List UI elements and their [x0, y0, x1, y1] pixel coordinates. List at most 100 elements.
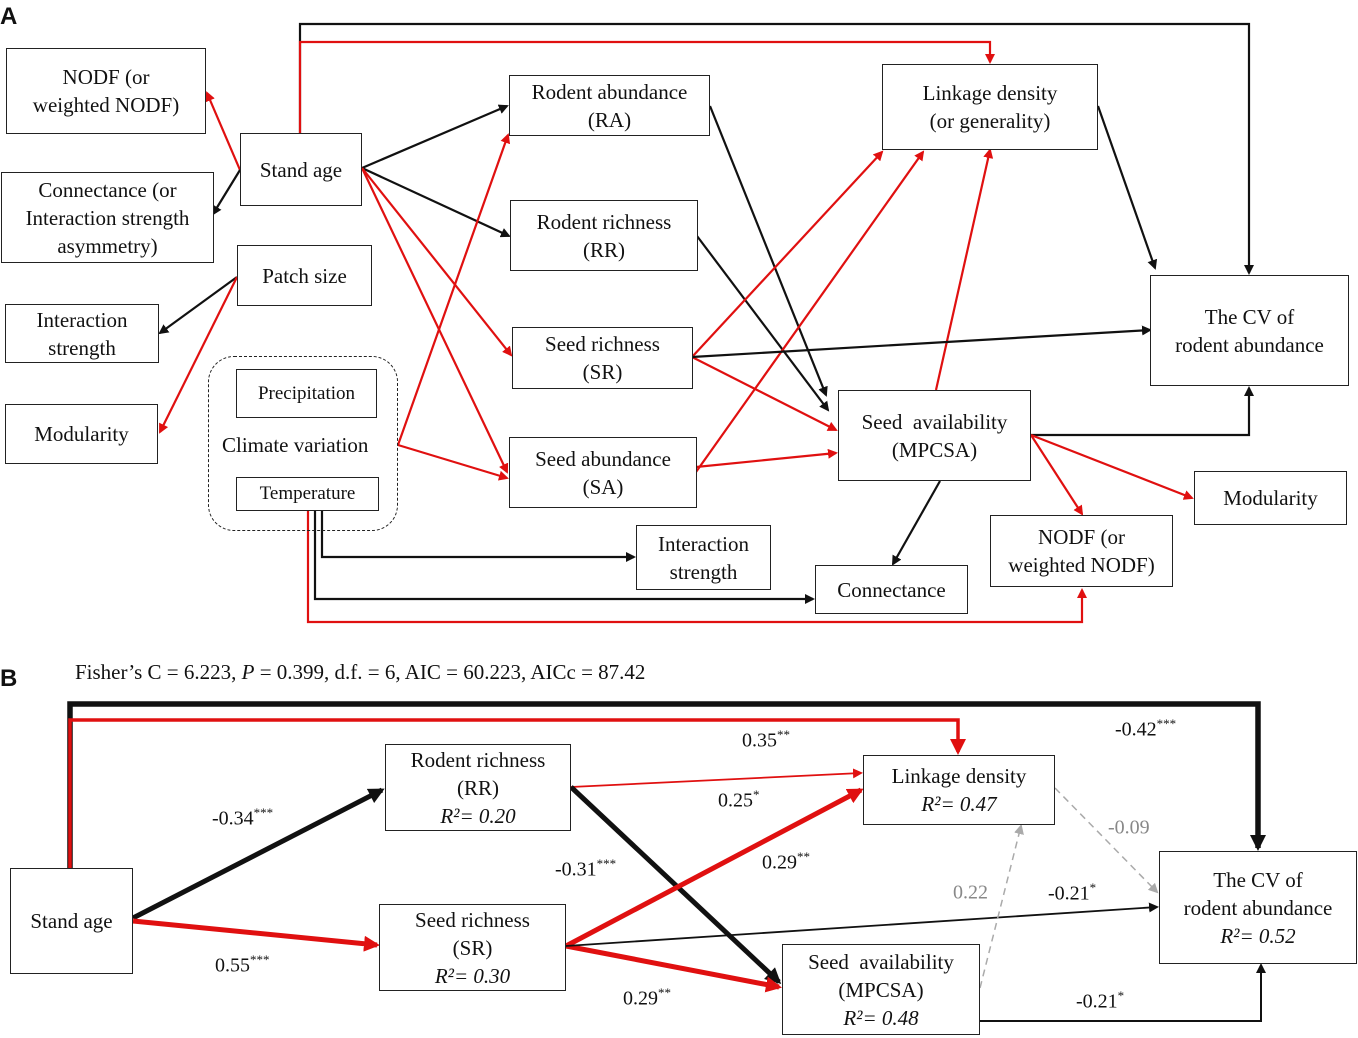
arrow-sr-cv [691, 325, 1152, 359]
box-seed-availability-a: Seed availability (MPCSA) [838, 390, 1031, 481]
box-line: Stand age [259, 157, 343, 182]
coef-sig: ** [777, 727, 790, 742]
arrow-cv-sab [397, 443, 509, 481]
box-modularity-left: Modularity [5, 404, 158, 464]
box-line: (RA) [587, 107, 632, 132]
coef-value: 0.22 [953, 881, 988, 904]
arrow-b-rr-msa [569, 785, 782, 985]
box-line: Rodent abundance [531, 79, 688, 104]
arrow-sab-linkage [695, 150, 925, 473]
panel-b-label: B [0, 665, 18, 692]
arrow-b-sr-cv [565, 902, 1159, 947]
coef-sr-cv: -0.21* [1048, 880, 1096, 906]
arrow-msa-nodf [1030, 434, 1084, 516]
coef-sig: *** [1156, 716, 1177, 731]
box-line: R²= 0.30 [434, 963, 511, 988]
box-rodent-richness-b: Rodent richness (RR) R²= 0.20 [385, 744, 571, 831]
box-stand-age-a: Stand age [240, 133, 362, 206]
box-nodf-left: NODF (or weighted NODF) [6, 48, 206, 134]
box-linkage-density-b: Linkage density R²= 0.47 [863, 755, 1055, 825]
coef-value: 0.25 [718, 789, 753, 812]
box-line: Interaction strength [25, 205, 190, 230]
coef-sa-rr: -0.34*** [212, 805, 273, 831]
box-patch-size: Patch size [237, 245, 372, 306]
box-line: strength [669, 559, 738, 584]
coef-sig: ** [658, 985, 671, 1000]
stats-p-symbol: P [241, 660, 255, 684]
arrow-b-sa-cv [67, 701, 1266, 868]
coef-value: 0.55 [215, 954, 250, 977]
coef-value: 0.35 [742, 729, 777, 752]
box-line: rodent abundance [1175, 332, 1324, 357]
arrow-temp-connectance [313, 511, 815, 604]
arrow-b-linkage-cv [1054, 787, 1159, 894]
box-line: weighted NODF) [32, 93, 180, 117]
arrow-msa-linkage [934, 148, 994, 391]
coef-value: -0.21 [1076, 990, 1118, 1013]
coef-value: -0.21 [1048, 882, 1090, 905]
box-line: R²= 0.20 [440, 803, 516, 828]
panel-a-label: A [0, 3, 18, 30]
box-rodent-richness-a: Rodent richness (RR) [510, 200, 698, 271]
coef-sa-sr: 0.55*** [215, 952, 270, 978]
coef-value: -0.34 [212, 807, 254, 830]
climate-variation-label: Climate variation [222, 433, 369, 457]
box-line: (or generality) [929, 109, 1051, 133]
box-line: Linkage density [922, 81, 1058, 105]
coef-value: 0.29 [762, 851, 797, 874]
box-line: Connectance (or [38, 177, 177, 202]
box-line: Interaction [36, 307, 128, 332]
box-interaction-left: Interaction strength [5, 304, 159, 363]
box-line: Patch size [262, 263, 347, 288]
arrow-b-sa-sr [132, 918, 380, 952]
arrow-sr-msa [691, 356, 838, 431]
arrow-b-msa-cv [980, 963, 1266, 1022]
box-line: Seed availability [861, 409, 1008, 434]
climate-variation-group [208, 356, 398, 531]
box-cv-rodent-a: The CV of rodent abundance [1150, 275, 1349, 386]
box-line: Linkage density [891, 764, 1027, 788]
arrow-sa-connectance [211, 169, 241, 216]
arrow-sa-ra [361, 104, 509, 170]
box-line: Interaction [658, 531, 749, 556]
box-cv-rodent-b: The CV of rodent abundance R²= 0.52 [1159, 851, 1357, 964]
box-line: weighted NODF) [1008, 553, 1155, 577]
arrow-sa-cv [298, 22, 1254, 275]
coef-sig: *** [250, 952, 270, 967]
arrow-msa-cv [1031, 386, 1254, 437]
box-temperature: Temperature [236, 477, 379, 511]
arrow-msa-connectance [892, 480, 941, 566]
arrow-b-sa-rr [131, 787, 385, 921]
stats-suffix: = 0.399, d.f. = 6, AIC = 60.223, AICc = … [254, 660, 646, 684]
coef-value: -0.09 [1108, 816, 1150, 839]
box-connectance-left: Connectance (or Interaction strength asy… [1, 172, 214, 263]
arrow-b-sr-msa [565, 943, 782, 993]
coef-sa-linkage: 0.35** [742, 727, 790, 753]
box-line: Connectance [837, 577, 946, 602]
box-nodf-right: NODF (or weighted NODF) [990, 515, 1173, 587]
arrow-ps-interaction [158, 276, 238, 335]
coef-msa-linkage: 0.22 [953, 879, 988, 905]
arrow-sa-sab [361, 167, 509, 474]
box-line: (SR) [452, 935, 493, 960]
box-line: NODF (or [1038, 525, 1125, 549]
box-line: Rodent richness [410, 747, 546, 772]
box-line: (SR) [582, 360, 623, 384]
box-line: (MPCSA) [838, 977, 924, 1002]
box-line: Seed abundance [535, 446, 671, 471]
box-line: Precipitation [257, 382, 356, 404]
coef-rr-linkage: 0.25* [718, 787, 760, 813]
panel-a-arrows [158, 22, 1254, 624]
coef-value: -0.42 [1115, 718, 1157, 741]
arrow-ps-modularity [159, 276, 238, 434]
box-line: Seed availability [808, 949, 954, 974]
coef-rr-msa: -0.31*** [555, 856, 616, 882]
arrow-rr-msa [696, 235, 830, 412]
box-line: Modularity [34, 422, 129, 446]
coef-sr-linkage: 0.29** [762, 849, 810, 875]
box-seed-abundance: Seed abundance (SA) [509, 437, 697, 508]
box-precipitation: Precipitation [236, 369, 377, 418]
box-line: (MPCSA) [891, 437, 978, 462]
box-line: (SA) [582, 474, 624, 499]
